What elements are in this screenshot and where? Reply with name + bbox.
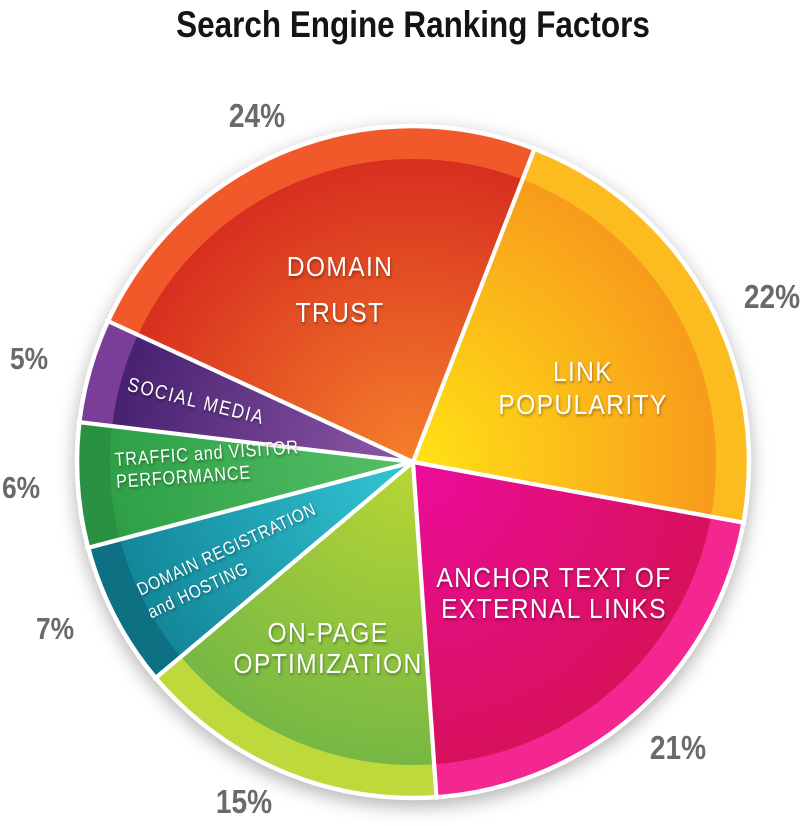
pie-slice-social-media (79, 321, 414, 462)
pie-slice-body-link-popularity (413, 179, 716, 517)
slice-label-anchor-text: ANCHOR TEXT OF EXTERNAL LINKS (436, 562, 671, 624)
percent-label-social-media: 5% (9, 341, 49, 376)
slice-label-link-popularity: LINK POPULARITY (498, 355, 667, 421)
slice-label-line: TRUST (295, 297, 385, 328)
slice-separator (152, 459, 416, 681)
pie-slice-body-domain-registration-and-hosting (120, 462, 414, 657)
slice-separator (410, 459, 439, 801)
pie-slice-body-social-media (112, 334, 413, 462)
pie-outer-ring (74, 123, 752, 801)
pie-slice-anchor-text-of-external-links (413, 462, 744, 798)
percent-label-on-page-optimization: 15% (215, 783, 273, 820)
slice-separator (410, 459, 747, 525)
slice-label-on-page-optimization: ON-PAGE OPTIMIZATION (233, 617, 422, 679)
slice-label-line: POPULARITY (498, 389, 668, 420)
percent-label-domain-registration: 7% (35, 611, 75, 646)
chart-title: Search Engine Ranking Factors (176, 4, 650, 45)
slice-label-line: OPTIMIZATION (233, 648, 423, 679)
slice-label-line: EXTERNAL LINKS (441, 593, 667, 624)
slice-separator (76, 420, 416, 465)
slice-separator (104, 318, 416, 465)
slice-label-line: LINK (552, 356, 614, 387)
percent-label-link-popularity: 22% (743, 278, 800, 315)
percent-label-traffic-visitor: 6% (1, 470, 41, 505)
percent-label-anchor-text: 21% (649, 729, 707, 766)
slice-label-line: ON-PAGE (267, 617, 389, 648)
slice-label-line: ANCHOR TEXT OF (436, 562, 672, 593)
slice-label-domain-trust: DOMAIN TRUST (287, 244, 393, 336)
pie-slice-body-domain-trust (137, 159, 523, 463)
slice-separator (410, 145, 537, 465)
pie-slice-body-on-page-optimization (180, 462, 435, 765)
pie-slice-domain-registration-and-hosting (88, 462, 414, 678)
percent-label-domain-trust: 24% (228, 97, 286, 134)
pie-slice-domain-trust (107, 125, 535, 463)
slice-label-line: DOMAIN (286, 251, 394, 282)
pie-slice-on-page-optimization (155, 462, 437, 798)
pie-slice-body-anchor-text-of-external-links (413, 462, 712, 765)
slice-separator (85, 459, 416, 551)
